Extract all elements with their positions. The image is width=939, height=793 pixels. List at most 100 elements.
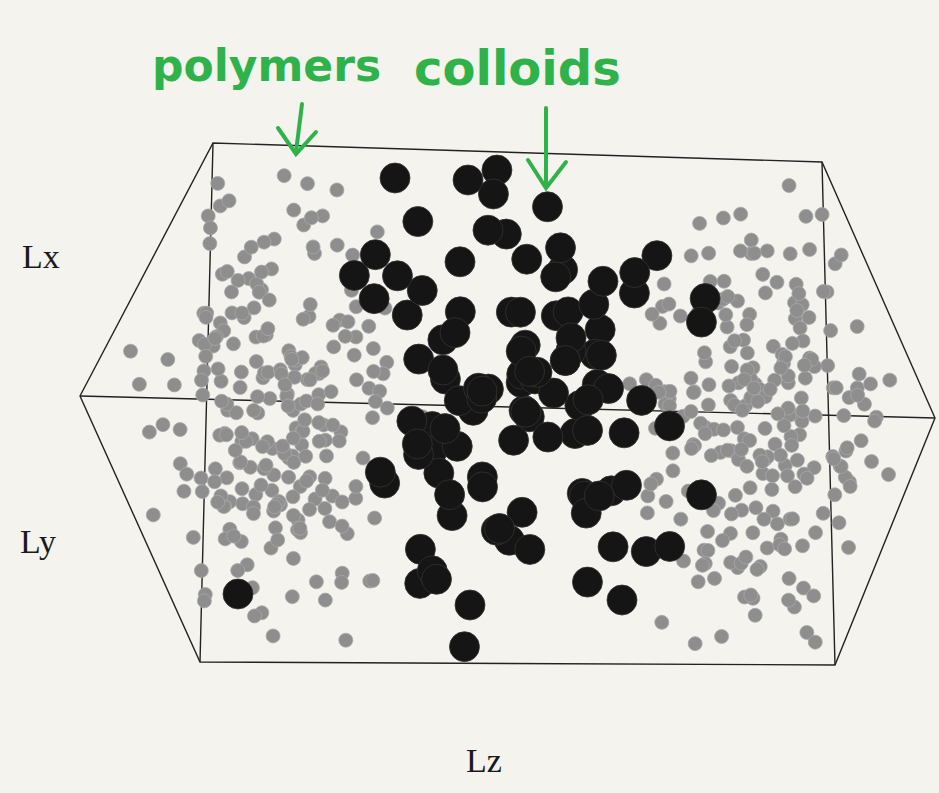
polymer-dot [708, 571, 722, 585]
polymer-dot [793, 321, 807, 335]
polymer-dot [733, 244, 747, 258]
polymer-dot [735, 403, 749, 417]
polymer-dot [286, 431, 300, 445]
box-outline [80, 143, 935, 665]
colloid-dot [607, 585, 637, 615]
polymer-dot [250, 390, 264, 404]
polymer-dot [717, 274, 731, 288]
box-edge [822, 162, 835, 665]
polymer-dot [722, 379, 736, 393]
polymer-dot [685, 442, 699, 456]
polymer-dot [724, 507, 738, 521]
colloid-dot [550, 345, 580, 375]
polymer-dot [335, 519, 349, 533]
polymer-dot [807, 589, 821, 603]
polymer-dot [366, 342, 380, 356]
colloid-dot [541, 262, 571, 292]
polymer-dot [286, 490, 300, 504]
polymer-dot [883, 373, 897, 387]
polymer-dot [235, 426, 249, 440]
polymer-dot [834, 248, 848, 262]
polymer-dot [657, 277, 671, 291]
polymer-dot [194, 564, 208, 578]
polymer-dot [808, 635, 822, 649]
polymer-dot [760, 244, 774, 258]
polymer-dot [790, 303, 804, 317]
polymer-dot [750, 562, 764, 576]
polymer-dot [303, 502, 317, 516]
polymer-dot [809, 526, 823, 540]
polymer-dot [749, 501, 763, 515]
polymer-dot [659, 495, 673, 509]
polymer-dot [208, 331, 222, 345]
polymer-dot [800, 471, 814, 485]
colloid-dot [553, 297, 583, 327]
polymer-dot [312, 434, 326, 448]
polymer-dot [278, 378, 292, 392]
colloid-dot [533, 422, 563, 452]
polymer-dot [234, 365, 248, 379]
polymer-dot [740, 346, 754, 360]
polymer-dot [786, 512, 800, 526]
polymer-dot [808, 409, 822, 423]
polymer-dot [301, 177, 315, 191]
colloid-dot [627, 385, 657, 415]
polymer-dot [725, 359, 739, 373]
polymer-dot [309, 575, 323, 589]
polymer-dot [370, 225, 384, 239]
polymer-dot [743, 481, 757, 495]
polymer-dot [259, 458, 273, 472]
polymer-dot [233, 380, 247, 394]
polymer-dot [349, 479, 363, 493]
polymer-dot [341, 315, 355, 329]
colloid-dot [598, 532, 628, 562]
polymer-dot [788, 480, 802, 494]
polymer-dot [702, 246, 716, 260]
polymer-dot [380, 401, 394, 415]
polymer-dot [698, 427, 712, 441]
polymer-dot [194, 471, 208, 485]
polymer-dot [335, 575, 349, 589]
polymer-dot [177, 484, 191, 498]
colloid-dot [473, 215, 503, 245]
colloid-dot [584, 481, 614, 511]
polymer-dot [774, 361, 788, 375]
polymer-dot [828, 488, 842, 502]
polymer-dot [346, 248, 360, 262]
colloid-dot [382, 261, 412, 291]
polymer-dot [215, 394, 229, 408]
polymer-dot [156, 418, 170, 432]
polymer-dot [350, 373, 364, 387]
polymer-dot [222, 194, 236, 208]
colloid-dot [620, 258, 650, 288]
polymer-dot [837, 409, 851, 423]
colloid-dot [609, 418, 639, 448]
polymer-dot [792, 287, 806, 301]
polymer-dot [702, 378, 716, 392]
axis-length-label: Ly [20, 525, 56, 559]
colloid-dot [655, 531, 685, 561]
polymer-dot [285, 352, 299, 366]
polymer-dot [770, 275, 784, 289]
polymer-dot [821, 359, 835, 373]
polymer-dot [268, 521, 282, 535]
polymer-dot [824, 324, 838, 338]
polymer-dot [249, 355, 263, 369]
polymer-dot [208, 475, 222, 489]
polymer-dot [323, 515, 337, 529]
polymer-dot [303, 373, 317, 387]
polymer-dot [815, 207, 829, 221]
polymer-dot [173, 423, 187, 437]
colloid-dot [532, 192, 562, 222]
polymer-dot [257, 235, 271, 249]
box-edge [80, 143, 935, 665]
polymer-dot [316, 364, 330, 378]
colloid-dot [573, 415, 603, 445]
polymer-dot [227, 529, 241, 543]
polymer-dot [744, 588, 758, 602]
polymer-dot [644, 477, 658, 491]
polymer-dot [298, 413, 312, 427]
polymer-dot [197, 594, 211, 608]
polymer-dot [366, 573, 380, 587]
polymer-dot [199, 349, 213, 363]
